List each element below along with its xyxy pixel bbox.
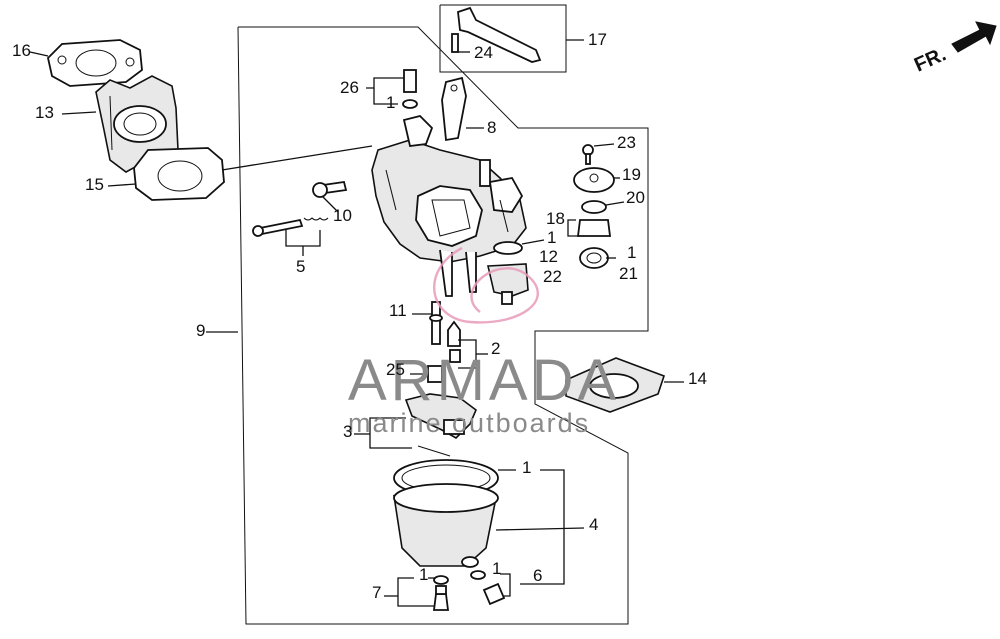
float-bowl-4 (392, 483, 499, 568)
choke-lever-8 (441, 76, 467, 142)
part-number-label: 17 (588, 30, 607, 49)
part-number-label: 14 (688, 369, 707, 388)
jet-holder-22 (487, 263, 529, 305)
valve-18 (576, 219, 612, 237)
part-number-label: 18 (546, 209, 565, 228)
jet-2 (447, 320, 461, 363)
part-number-label: 9 (196, 321, 205, 340)
drain-screw-6 (482, 582, 506, 606)
part-number-label: 12 (539, 247, 558, 266)
lever-group-box (439, 4, 567, 73)
leader-lines (29, 39, 684, 607)
emulsion-tube-11 (429, 301, 443, 345)
diaphragm-20 (581, 200, 607, 214)
part-number-label: 1 (386, 93, 395, 112)
arrow-right-icon (951, 21, 997, 53)
part-number-label: 3 (343, 422, 352, 441)
part-number-label: 25 (386, 360, 405, 379)
lever-17 (451, 6, 542, 63)
part-number-label: 1 (547, 228, 556, 247)
cover-19 (573, 167, 615, 193)
oring-1-mid (493, 241, 523, 255)
pilot-screw-5 (252, 217, 329, 237)
direction-marker: FR. (911, 21, 997, 77)
screw-23 (582, 144, 594, 165)
assembly-boundary (237, 26, 649, 625)
gasket-16 (47, 39, 143, 87)
float-3 (404, 393, 477, 457)
part-number-label: 1 (627, 243, 636, 262)
part-number-label: 10 (333, 206, 352, 225)
part-number-label: 23 (617, 133, 636, 152)
watermark-logo-icon (433, 246, 539, 324)
part-number-label: 26 (340, 78, 359, 97)
part-number-label: 6 (533, 566, 542, 585)
watermark-brand: ARMADA (348, 348, 620, 413)
part-number-label: 1 (419, 565, 428, 584)
insulator-13 (95, 75, 179, 173)
part-number-label: 16 (12, 41, 31, 60)
part-number-label: 7 (372, 583, 381, 602)
part-number-label: 21 (619, 264, 638, 283)
screw-26 (402, 69, 418, 109)
bolt-7 (432, 585, 450, 611)
watermark: ARMADA marine outboards (348, 246, 620, 438)
watermark-tagline: marine outboards (348, 408, 590, 438)
direction-label: FR. (911, 43, 949, 76)
part-number-label: 11 (389, 301, 407, 320)
part-number-label: 1 (522, 458, 531, 477)
gasket-15 (133, 147, 225, 201)
part-number-label: 15 (85, 175, 104, 194)
seal-21 (579, 247, 609, 269)
part-number-label: 1 (492, 559, 501, 578)
part-number-label: 22 (543, 267, 562, 286)
part-number-label: 5 (296, 257, 305, 276)
washer-1-right (470, 570, 486, 580)
gasket-14 (565, 357, 666, 413)
part-number-label: 8 (487, 118, 496, 137)
part-number-label: 4 (589, 515, 598, 534)
part-number-label: 13 (35, 103, 54, 122)
part-number-label: 20 (626, 188, 645, 207)
screw-10 (312, 180, 348, 198)
part-number-label: 19 (622, 165, 641, 184)
part-number-label: 2 (491, 339, 500, 358)
part-number-label: 24 (474, 43, 493, 62)
washer-1-left (433, 575, 449, 585)
